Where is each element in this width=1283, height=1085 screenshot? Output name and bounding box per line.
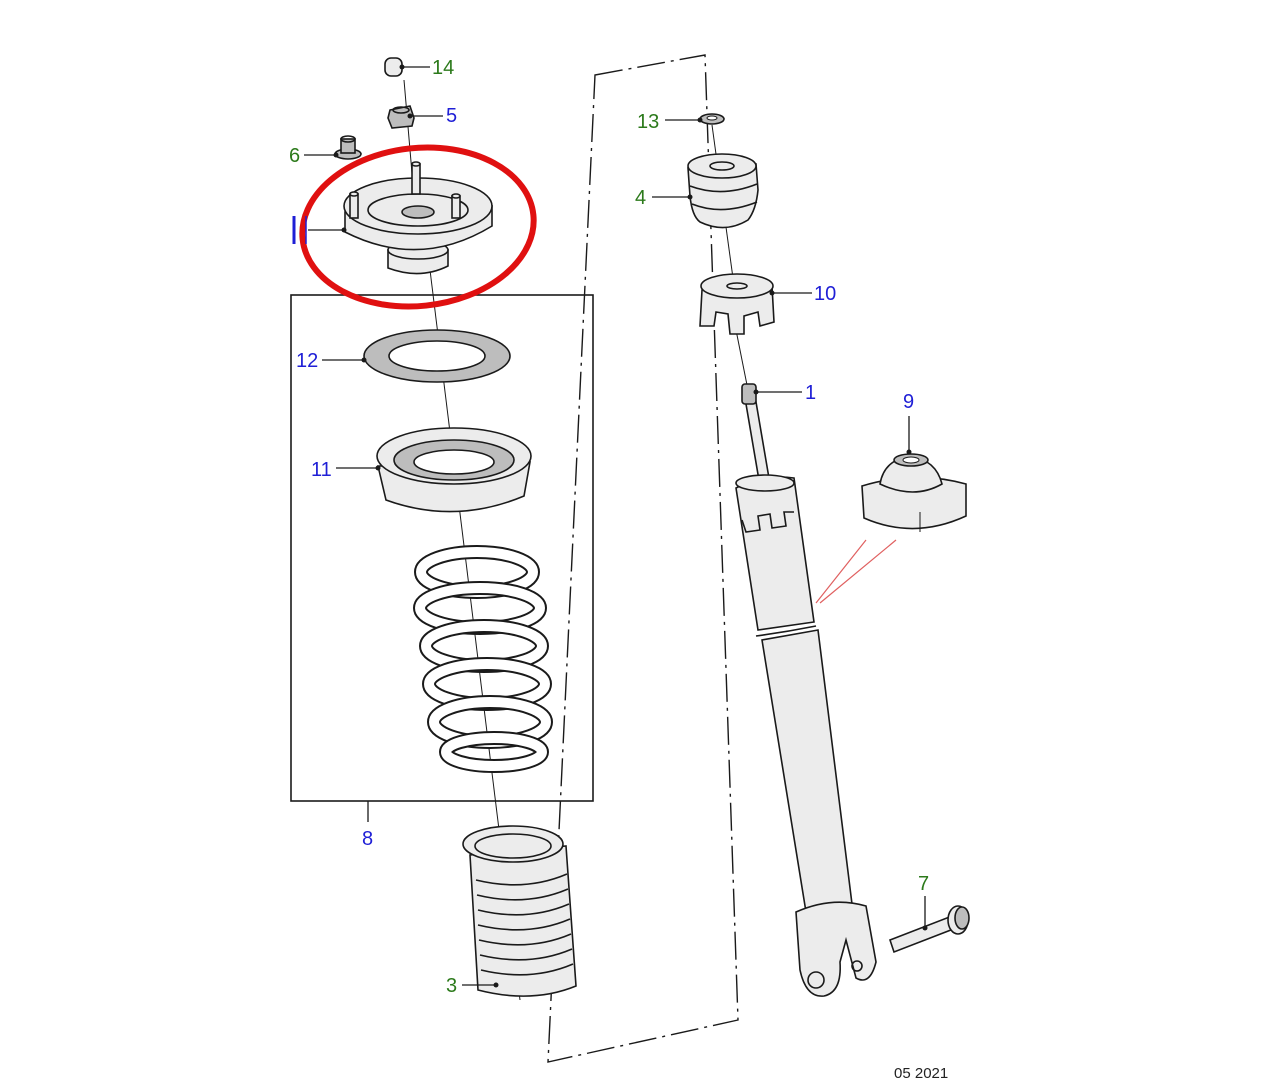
bracket-marker: [292, 216, 347, 244]
callout-4: 4: [635, 187, 693, 209]
part-5-nut: [387, 105, 415, 129]
label-9: 9: [903, 391, 914, 413]
callout-9: 9: [903, 391, 914, 455]
callout-1: 1: [753, 382, 816, 404]
callout-7: 7: [918, 873, 929, 931]
part-14-cap: [384, 57, 403, 77]
callout-13: 13: [637, 111, 703, 133]
footer-date: 05 2021: [894, 1065, 948, 1080]
part-11-spring-seat: [376, 427, 532, 513]
label-13: 13: [637, 111, 659, 133]
part-13-washer: [699, 113, 725, 125]
callout-10: 10: [769, 283, 836, 305]
callout-5: 5: [407, 105, 457, 127]
callout-8: 8: [362, 828, 373, 850]
label-4: 4: [635, 187, 646, 209]
shock-absorber-group-outline: [547, 54, 739, 1063]
label-5: 5: [446, 105, 457, 127]
part-9-isolator: [861, 453, 967, 532]
label-11: 11: [311, 459, 332, 481]
label-14: 14: [432, 57, 454, 79]
part-12-bearing-ring: [363, 329, 511, 383]
label-12: 12: [296, 350, 318, 372]
label-7: 7: [918, 873, 929, 895]
callout-12: 12: [296, 350, 367, 372]
label-10: 10: [814, 283, 836, 305]
part-6-flange-nut: [334, 135, 362, 160]
callout-3: 3: [446, 975, 499, 997]
label-1: 1: [805, 382, 816, 404]
callout-14: 14: [399, 57, 454, 79]
spring-group-box: [290, 294, 594, 802]
highlight-circle: [299, 144, 537, 310]
part-3-dust-boot: [462, 825, 577, 997]
coil-spring: [413, 545, 553, 773]
pointer-lines: [815, 539, 897, 604]
label-3: 3: [446, 975, 457, 997]
top-mount: [343, 161, 493, 275]
part-7-bolt: [888, 905, 970, 954]
part-4-bump-stop: [687, 153, 759, 229]
callout-6: 6: [289, 145, 339, 167]
label-8: 8: [362, 828, 373, 850]
shock-absorber: [735, 383, 877, 997]
part-10-bump-stop-cup: [699, 273, 775, 335]
label-6: 6: [289, 145, 300, 167]
callout-11: 11: [311, 459, 381, 481]
